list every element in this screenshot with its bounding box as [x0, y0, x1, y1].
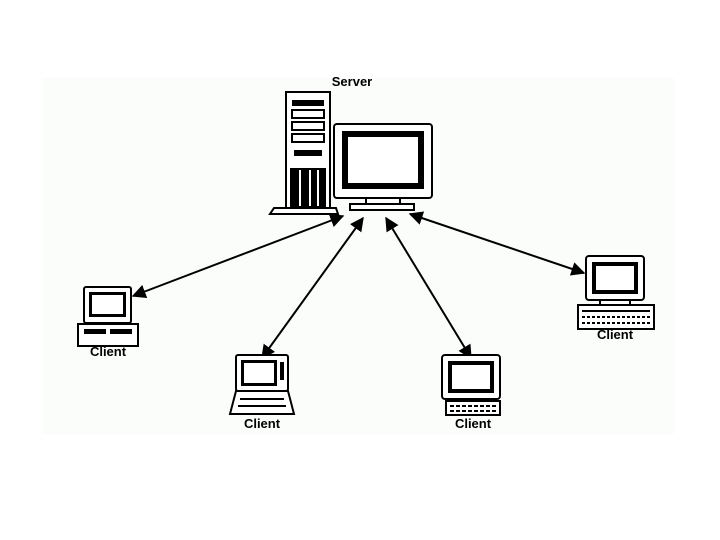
- link-server-client-2: [261, 216, 364, 360]
- client-label: Client: [90, 344, 127, 359]
- client-node-2: Client: [228, 354, 296, 431]
- server-label: Server: [332, 74, 372, 89]
- client-label: Client: [455, 416, 492, 431]
- client-node-4: Client: [577, 255, 655, 342]
- client-label: Client: [244, 416, 281, 431]
- client-node-1: Client: [77, 286, 139, 359]
- link-server-client-4: [408, 211, 586, 276]
- link-server-client-3: [385, 216, 472, 360]
- desktop-computer-icon: [77, 286, 139, 347]
- client-label: Client: [597, 327, 634, 342]
- laptop-computer-icon: [228, 354, 296, 415]
- server-node: Server: [268, 74, 433, 215]
- monitor-keyboard-icon: [441, 354, 501, 416]
- desktop-computer-icon: [577, 255, 655, 330]
- server-tower-with-monitor-icon: [268, 91, 433, 215]
- client-node-3: Client: [441, 354, 501, 431]
- links: [131, 211, 586, 360]
